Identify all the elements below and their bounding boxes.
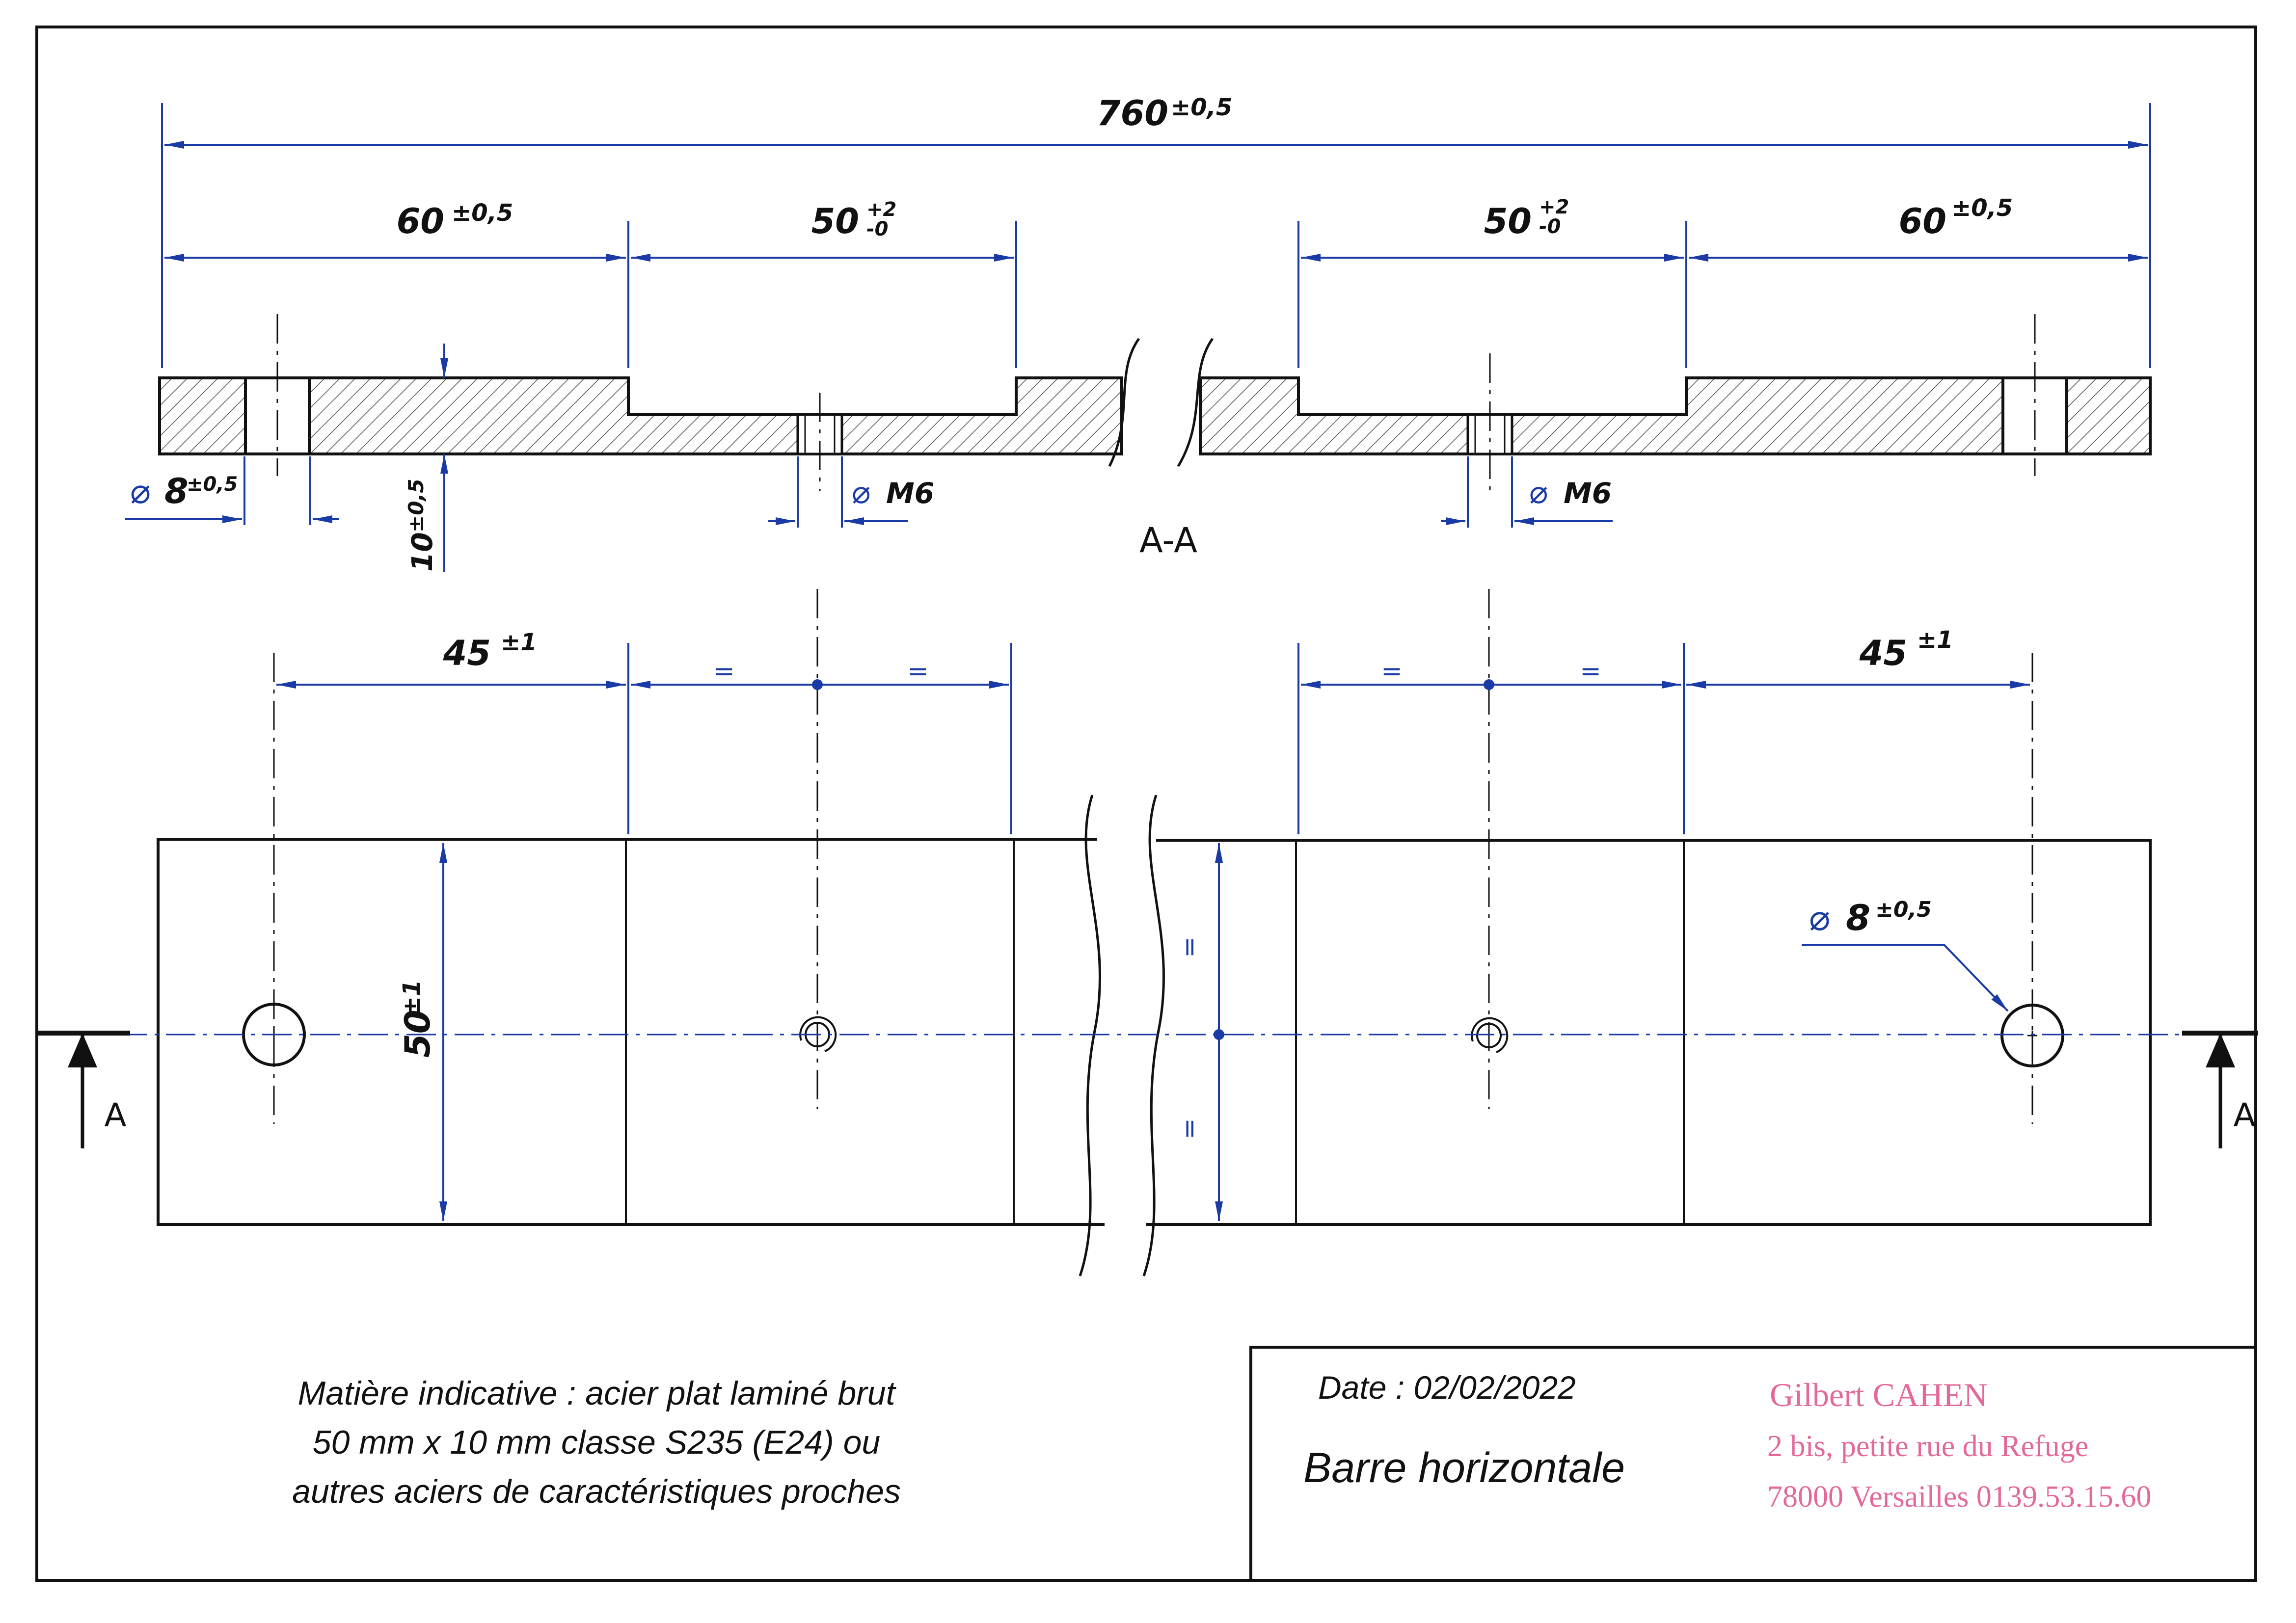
dim-right-slot: 50	[1484, 201, 1532, 241]
svg-text:⌀: ⌀	[1529, 475, 1548, 511]
section-break-line-right	[1177, 338, 1214, 467]
svg-text:autres aciers de caractéristiq: autres aciers de caractéristiques proche…	[292, 1473, 901, 1510]
svg-text:±0,5: ±0,5	[452, 199, 513, 227]
plan-view: A A	[37, 589, 2258, 1277]
drawing-frame	[35, 26, 2257, 1582]
title-block-title: Barre horizontale	[1303, 1444, 1625, 1491]
svg-text:50 mm x 10 mm classe S235 (E24: 50 mm x 10 mm classe S235 (E24) ou	[313, 1424, 880, 1461]
svg-text:±0,5: ±0,5	[1951, 194, 2013, 222]
dim-leader-hole-right	[1802, 944, 2009, 1012]
title-block: Date : 02/02/2022 Barre horizontale	[1249, 1346, 2256, 1580]
dim-overall: 760	[1097, 93, 1168, 133]
plan-break-line-right	[1142, 795, 1165, 1277]
section-right-part	[1199, 376, 2152, 455]
section-left-part	[158, 376, 1123, 455]
svg-text:-0: -0	[1539, 215, 1561, 238]
plan-right-part	[1146, 839, 2152, 1226]
section-view: A-A	[158, 314, 2152, 560]
dim-hole-right-symbol: ⌀	[1809, 897, 1830, 938]
dim-equal-2: =	[907, 657, 929, 686]
plan-left-part	[157, 838, 1105, 1226]
dim-hole-pos-left: 45	[443, 633, 491, 673]
material-note: Matière indicative : acier plat laminé b…	[292, 1375, 901, 1510]
svg-text:78000 Versailles 0139.53.15.60: 78000 Versailles 0139.53.15.60	[1767, 1480, 2151, 1514]
svg-text:±0,5: ±0,5	[1875, 897, 1932, 922]
dim-equal-1: =	[713, 657, 735, 686]
dim-hole-pos-right: 45	[1859, 633, 1907, 673]
dim-thickness: 10	[405, 532, 439, 572]
dim-equal-5: =	[1175, 936, 1204, 958]
dim-thread-left: M6	[886, 477, 934, 510]
dim-equal-4: =	[1580, 657, 1601, 686]
title-block-date: Date : 02/02/2022	[1318, 1369, 1576, 1406]
plan-dimension-texts: 45 ±1 45 ±1 = = = = = = 50 ±1 ⌀ 8 ±0,5	[398, 626, 1953, 1140]
svg-text:±1: ±1	[1917, 626, 1953, 654]
svg-text:±0,5: ±0,5	[1171, 94, 1232, 121]
dim-hole-right: 8	[1846, 897, 1870, 938]
dim-hole-left-symbol: ⌀	[130, 471, 151, 511]
section-marker-right: A	[2233, 1096, 2255, 1134]
svg-text:-0: -0	[866, 218, 888, 240]
dim-right-end: 60	[1899, 201, 1946, 241]
dim-equal-3: =	[1381, 657, 1403, 686]
svg-text:±0,5: ±0,5	[187, 473, 238, 496]
svg-text:2 bis, petite rue du Refuge: 2 bis, petite rue du Refuge	[1767, 1430, 2088, 1463]
section-marker-left: A	[104, 1096, 126, 1134]
dim-left-end: 60	[397, 201, 444, 241]
plan-break-line-left	[1079, 795, 1101, 1277]
dim-thread-right: M6	[1564, 477, 1612, 510]
svg-text:Gilbert CAHEN: Gilbert CAHEN	[1770, 1376, 1988, 1413]
dim-hole-left: 8	[164, 471, 189, 511]
svg-text:±0,5: ±0,5	[404, 479, 428, 532]
top-dimension-texts: 760 ±0,5 60 ±0,5 50 +2 -0 50 +2 -0 60 ±0…	[130, 93, 2013, 572]
section-label: A-A	[1139, 520, 1197, 560]
plan-dimensions	[276, 643, 2030, 1221]
top-dimensions	[125, 103, 2151, 572]
svg-text:⌀: ⌀	[852, 475, 871, 511]
dim-left-slot: 50	[811, 201, 859, 241]
dim-width: 50	[398, 1010, 438, 1058]
svg-text:±1: ±1	[501, 629, 537, 656]
svg-text:+2: +2	[1539, 196, 1569, 218]
svg-text:±1: ±1	[398, 980, 426, 1016]
author-stamp: Gilbert CAHEN 2 bis, petite rue du Refug…	[1767, 1376, 2151, 1514]
svg-text:Matière indicative : acier pla: Matière indicative : acier plat laminé b…	[298, 1375, 897, 1412]
section-break-line-left	[1108, 338, 1140, 467]
svg-text:+2: +2	[866, 198, 896, 221]
dim-equal-6: =	[1175, 1118, 1204, 1140]
